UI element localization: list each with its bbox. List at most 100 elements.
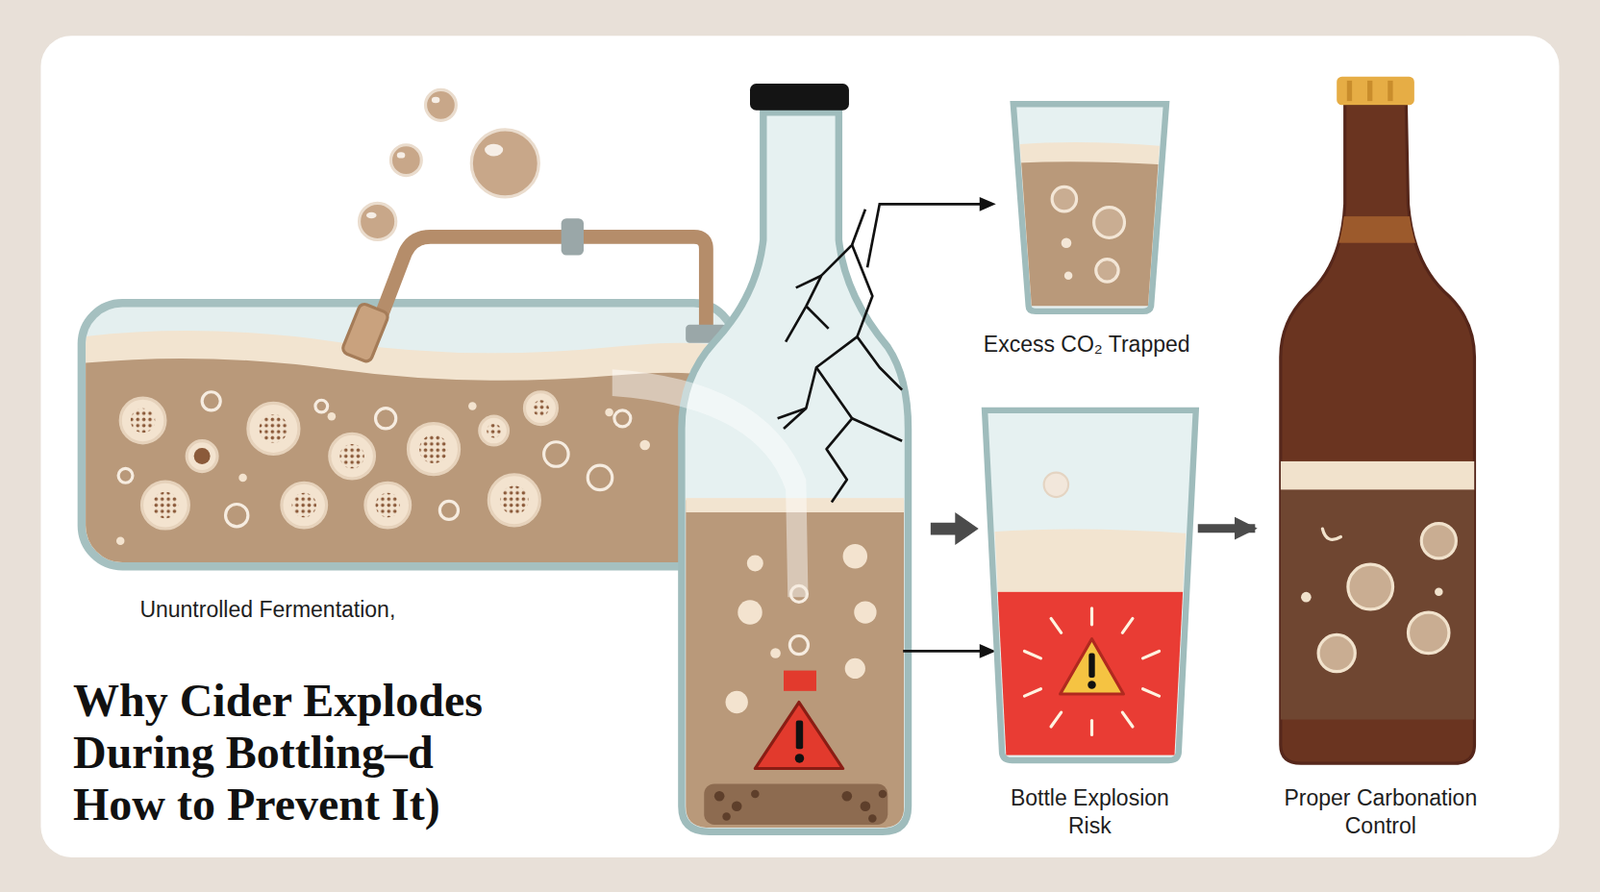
yeast-cells-part — [120, 398, 166, 444]
glass-explosion-part — [1044, 473, 1069, 498]
tiny-bubbles — [116, 401, 650, 546]
tiny-bubbles-part — [327, 412, 336, 421]
transfer-pipe-part — [561, 218, 584, 255]
glass-co2-part-part — [1010, 161, 1175, 317]
fermentation-vessel-part-part — [85, 330, 731, 563]
cracked-bottle-part-part — [703, 783, 888, 825]
diagram-title: Why Cider Explodes During Bottling–d How… — [73, 675, 511, 831]
yeast-cells-part — [532, 400, 550, 417]
tiny-bubbles-part — [468, 401, 476, 410]
brown-bottle-part-part-part — [1407, 612, 1449, 653]
yeast-cells-part — [339, 444, 364, 469]
cracked-bottle-part-part-part — [714, 791, 725, 802]
glass-co2-part-part-part — [1096, 259, 1119, 282]
brown-bottle-part-part — [1387, 80, 1393, 101]
cracked-bottle-part — [795, 753, 805, 764]
rising-bubbles-part — [366, 212, 377, 219]
rising-bubbles-part — [390, 145, 422, 176]
cracked-bottle — [612, 83, 919, 838]
glass-explosion-part-part-part — [1122, 618, 1133, 633]
brown-bottle-part-part — [1275, 490, 1480, 721]
glass-co2-part-part — [1010, 142, 1175, 317]
cracked-bottle-part — [783, 671, 817, 692]
cracked-bottle-part-part-part — [843, 544, 868, 569]
cracked-bottle-part-part — [790, 585, 807, 602]
glass-explosion-part-part — [979, 528, 1204, 766]
fermentation-vessel — [81, 302, 738, 572]
brown-bottle-part-part — [1318, 524, 1456, 673]
small-bubbles-part — [375, 408, 397, 429]
brown-bottle-part-part-part — [1300, 592, 1312, 603]
brown-bottle — [1275, 76, 1480, 765]
yeast-cells-part — [292, 493, 317, 518]
glass-explosion-part-part-part — [1024, 689, 1041, 697]
glass-co2-part-part-part — [1051, 186, 1076, 211]
cracked-bottle-part-part-part — [750, 790, 759, 799]
glass-explosion-part-part-part — [1090, 721, 1094, 736]
cracked-bottle-part-part-part — [747, 555, 764, 573]
rising-bubbles-part — [397, 151, 405, 158]
cracked-bottle-part-part-part — [860, 801, 872, 813]
flow-arrow — [1198, 524, 1256, 533]
small-bubbles-part — [587, 465, 612, 490]
cracked-bottle-part-part-part — [725, 691, 749, 714]
yeast-cells-part — [365, 482, 411, 528]
callout-arrows-part — [979, 197, 997, 212]
rising-bubbles — [359, 89, 540, 240]
yeast-cells-part — [375, 493, 400, 518]
yeast-cells — [120, 392, 557, 529]
node-label: Bottle Explosion Risk — [991, 784, 1189, 841]
glass-explosion-part-part-part — [1143, 689, 1160, 697]
yeast-cells-part — [524, 392, 557, 425]
illustration-node: Excess CO₂ Trapped — [977, 101, 1197, 363]
callout-arrows-part — [867, 203, 982, 268]
label-group: Bottle Explosion Risk — [991, 784, 1189, 841]
glass-co2-part-part — [1061, 237, 1074, 280]
glass-co2-part — [1010, 142, 1175, 317]
small-bubbles-part — [614, 410, 631, 427]
brown-bottle-part-part-part — [1348, 564, 1394, 610]
glass-co2-part-part-part — [1064, 271, 1073, 279]
glass-explosion-part-part — [1024, 608, 1159, 736]
brown-bottle-part-part — [1347, 80, 1352, 101]
rising-bubbles-part — [484, 144, 503, 157]
rising-bubbles-part — [425, 89, 457, 121]
cracked-bottle-part-part — [796, 275, 823, 289]
transfer-pipe-part — [367, 236, 706, 352]
yeast-cells-part — [142, 481, 190, 529]
glass-explosion-part-part — [1088, 653, 1095, 678]
cracked-bottle-part-part-part — [868, 814, 876, 823]
glass-explosion-part-part-part — [1122, 712, 1133, 727]
glass-explosion-part-part — [1060, 639, 1125, 695]
cracked-bottle-part — [789, 585, 808, 654]
small-bubbles-part — [544, 442, 569, 467]
cracked-bottle-part-part-part — [770, 648, 781, 659]
brown-bottle-part-part-part — [1434, 588, 1443, 597]
fermentation-vessel-part — [85, 330, 731, 563]
tiny-bubbles-part — [116, 536, 125, 545]
illustration-node: Bottle Explosion Risk — [984, 407, 1197, 845]
glass-explosion-part-part-part — [1050, 618, 1062, 633]
rising-bubbles-part — [431, 97, 440, 103]
brown-bottle-part-part — [1275, 461, 1480, 491]
small-bubbles-part — [315, 400, 328, 413]
yeast-cells-part — [259, 414, 289, 444]
yeast-cells-part — [419, 434, 449, 464]
brown-bottle-part-part-part — [1421, 524, 1456, 559]
cracked-bottle-part-part — [851, 245, 902, 391]
yeast-cells-part — [248, 402, 300, 454]
cracked-bottle-part-part — [805, 306, 828, 329]
small-bubbles — [118, 392, 631, 527]
tiny-bubbles-part — [238, 474, 247, 482]
cracked-bottle-part-part-part — [722, 812, 730, 821]
label-group: Proper Carbonation Control — [1262, 784, 1499, 841]
callout-arrows-part — [930, 512, 979, 546]
glass-explosion-part-part-part — [1090, 608, 1094, 625]
brown-bottle-part-part — [1322, 528, 1341, 540]
cracked-bottle-part-part — [777, 408, 807, 420]
glass-explosion-part-part — [1087, 680, 1096, 689]
brown-bottle-part-part-part — [1318, 634, 1355, 672]
brown-bottle-part — [1336, 76, 1415, 106]
brown-bottle-part-part — [1300, 588, 1444, 603]
